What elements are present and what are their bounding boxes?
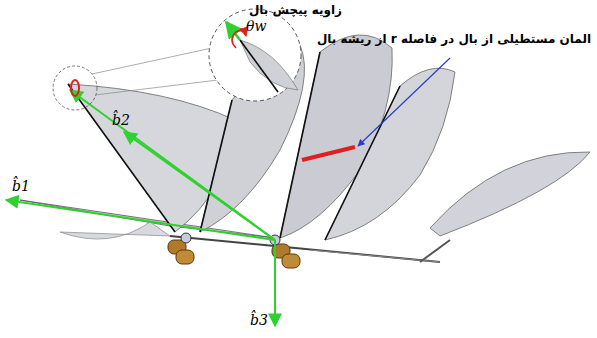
element-label: المان مستطیلی از بال در فاصله r از ریشه … — [317, 32, 591, 46]
axis-label: b̂1 — [12, 178, 30, 194]
axis-label: b̂3 — [250, 312, 268, 328]
twist-angle-symbol: θw — [246, 18, 266, 34]
axis-label: b̂2 — [112, 112, 130, 128]
twist-angle-label: زاویه پیچش بال — [249, 3, 342, 17]
